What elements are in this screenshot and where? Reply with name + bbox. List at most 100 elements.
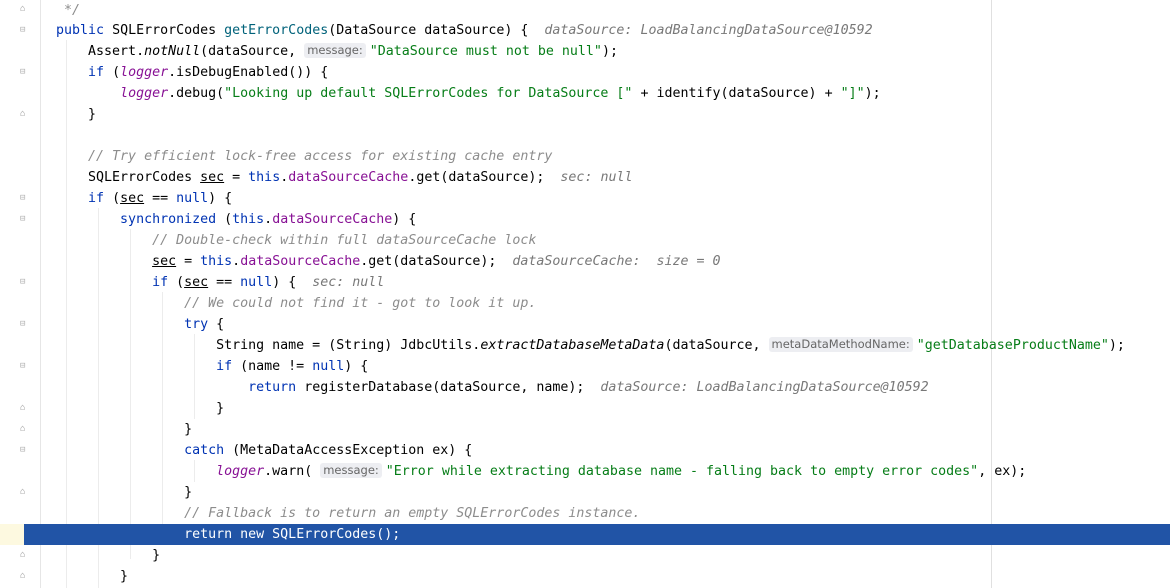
code-token: if	[40, 359, 241, 374]
code-line[interactable]: public SQLErrorCodes getErrorCodes(DataS…	[0, 20, 1170, 41]
debug-inline-value: sec: null	[560, 170, 633, 185]
code-line[interactable]: sec = this.dataSourceCache.get(dataSourc…	[0, 251, 1170, 272]
code-line[interactable]: logger.debug("Looking up default SQLErro…	[0, 83, 1170, 104]
fold-marker-icon[interactable]: ⌂	[20, 424, 26, 434]
debug-inline-value: dataSource: LoadBalancingDataSource@1059…	[600, 380, 929, 395]
code-token: public	[40, 23, 113, 38]
code-line-content: if (name != null) {	[40, 356, 368, 377]
code-line[interactable]: if (name != null) {	[0, 356, 1170, 377]
code-line[interactable]: */	[0, 0, 1170, 21]
code-line[interactable]: // We could not find it - got to look it…	[0, 293, 1170, 314]
code-token: "DataSource must not be null"	[369, 44, 602, 59]
code-token: if	[40, 275, 177, 290]
indent-guide	[130, 229, 131, 559]
code-line[interactable]	[0, 125, 1170, 146]
fold-marker-icon[interactable]: ⊟	[20, 361, 26, 371]
indent-guide	[66, 40, 67, 588]
code-line[interactable]: SQLErrorCodes sec = this.dataSourceCache…	[0, 167, 1170, 188]
code-line-content: logger.debug("Looking up default SQLErro…	[40, 83, 881, 104]
code-line[interactable]: }	[0, 419, 1170, 440]
code-token: .isDebugEnabled()) {	[168, 65, 329, 80]
code-token: .warn(	[264, 464, 321, 479]
code-line-content: }	[40, 545, 160, 566]
gutter-divider	[40, 0, 41, 588]
code-token: (DataSource dataSource) {	[328, 23, 545, 38]
code-line-content: */	[40, 0, 80, 21]
code-line[interactable]: // Fallback is to return an empty SQLErr…	[0, 503, 1170, 524]
code-token: try	[40, 317, 217, 332]
code-token: + identify(dataSource) +	[632, 86, 841, 101]
fold-marker-icon[interactable]: ⌂	[20, 4, 26, 14]
code-line[interactable]: synchronized (this.dataSourceCache) {	[0, 209, 1170, 230]
code-token: logger	[120, 86, 169, 101]
code-token: catch	[40, 443, 233, 458]
code-token: }	[40, 548, 161, 563]
fold-marker-icon[interactable]: ⊟	[20, 319, 26, 329]
code-line[interactable]: try {	[0, 314, 1170, 335]
code-token: .	[280, 170, 289, 185]
code-token: */	[40, 3, 81, 18]
code-token	[40, 254, 152, 269]
code-line[interactable]: logger.warn( message:"Error while extrac…	[0, 461, 1170, 482]
code-line[interactable]: return registerDatabase(dataSource, name…	[0, 377, 1170, 398]
code-line[interactable]: }	[0, 566, 1170, 587]
code-token: .	[232, 254, 241, 269]
code-line[interactable]: }	[0, 104, 1170, 125]
code-line-content: }	[40, 419, 192, 440]
code-token: registerDatabase(dataSource, name);	[304, 380, 601, 395]
code-line-content: if (sec == null) {	[40, 188, 232, 209]
code-line-content: Assert.notNull(dataSource, message:"Data…	[40, 41, 618, 62]
code-token: synchronized	[40, 212, 225, 227]
code-line[interactable]: // Double-check within full dataSourceCa…	[0, 230, 1170, 251]
code-line[interactable]: if (logger.isDebugEnabled()) {	[0, 62, 1170, 83]
editor-gutter[interactable]	[0, 0, 40, 588]
fold-marker-icon[interactable]: ⌂	[20, 109, 26, 119]
code-token: null	[240, 275, 273, 290]
code-line[interactable]: // Try efficient lock-free access for ex…	[0, 146, 1170, 167]
code-token: this	[232, 212, 265, 227]
debug-inline-value: sec: null	[312, 275, 385, 290]
code-line-content: if (logger.isDebugEnabled()) {	[40, 62, 328, 83]
code-token: ) {	[392, 212, 417, 227]
fold-marker-icon[interactable]: ⊟	[20, 67, 26, 77]
code-line[interactable]: Assert.notNull(dataSource, message:"Data…	[0, 41, 1170, 62]
fold-marker-icon[interactable]: ⌂	[20, 403, 26, 413]
code-line[interactable]: }	[0, 398, 1170, 419]
fold-marker-icon[interactable]: ⌂	[20, 571, 26, 581]
code-token: (dataSource,	[664, 338, 769, 353]
code-line[interactable]: if (sec == null) { sec: null	[0, 272, 1170, 293]
code-token: (dataSource,	[200, 44, 305, 59]
code-token: dataSourceCache	[272, 212, 393, 227]
code-token: "]"	[840, 86, 865, 101]
code-line-content: sec = this.dataSourceCache.get(dataSourc…	[40, 251, 720, 272]
code-token: =	[224, 170, 249, 185]
code-token: =	[176, 254, 201, 269]
code-line-content: try {	[40, 314, 224, 335]
code-token: .	[264, 212, 273, 227]
code-line[interactable]: String name = (String) JdbcUtils.extract…	[0, 335, 1170, 356]
code-token	[40, 86, 120, 101]
code-line[interactable]: if (sec == null) {	[0, 188, 1170, 209]
code-line[interactable]: }	[0, 545, 1170, 566]
code-token: ==	[144, 191, 177, 206]
code-token: logger	[216, 464, 265, 479]
fold-marker-icon[interactable]: ⊟	[20, 25, 26, 35]
code-token: this	[248, 170, 281, 185]
code-token: if	[40, 191, 113, 206]
code-line[interactable]: catch (MetaDataAccessException ex) {	[0, 440, 1170, 461]
code-token: SQLErrorCodes	[112, 23, 225, 38]
fold-marker-icon[interactable]: ⊟	[20, 277, 26, 287]
code-token: (	[224, 212, 233, 227]
code-token: // Double-check within full dataSourceCa…	[40, 233, 537, 248]
code-line-content: SQLErrorCodes sec = this.dataSourceCache…	[40, 167, 632, 188]
fold-marker-icon[interactable]: ⊟	[20, 445, 26, 455]
code-line[interactable]: }	[0, 482, 1170, 503]
fold-marker-icon[interactable]: ⊟	[20, 214, 26, 224]
fold-marker-icon[interactable]: ⌂	[20, 550, 26, 560]
code-line[interactable]: return new SQLErrorCodes();	[0, 524, 1170, 545]
fold-marker-icon[interactable]: ⌂	[20, 487, 26, 497]
code-token: sec	[120, 191, 145, 206]
code-token: ) {	[344, 359, 369, 374]
code-token: this	[200, 254, 233, 269]
fold-marker-icon[interactable]: ⊟	[20, 193, 26, 203]
